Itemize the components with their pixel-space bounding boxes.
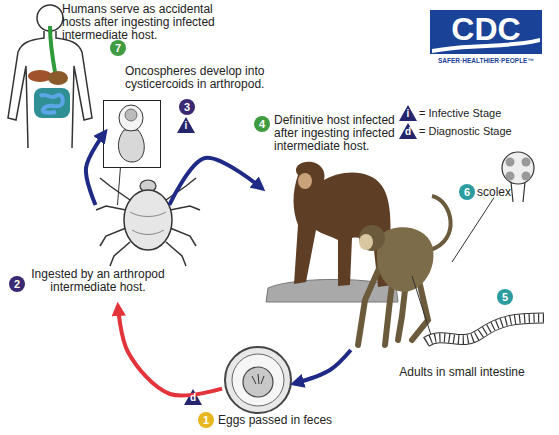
sucker xyxy=(522,158,531,167)
egg-membrane xyxy=(232,354,284,406)
stage-area: Oncospheres develop into cysticercoids i… xyxy=(103,100,161,168)
stage-caption: Definitive host infected after ingesting… xyxy=(274,114,414,153)
leader-line xyxy=(412,276,432,338)
logo-text: CDC xyxy=(430,12,542,46)
mite-legs xyxy=(96,178,200,266)
stage-triangle xyxy=(184,389,202,405)
leader-line xyxy=(117,168,120,205)
hooklets xyxy=(252,374,264,384)
logo-slogan: SAFER·HEALTHIER·PEOPLE™ xyxy=(422,57,550,65)
cycle-arrow xyxy=(294,350,351,384)
chimpanzee-face xyxy=(298,173,312,189)
legend-text: = Infective Stage xyxy=(419,107,549,120)
callout-circle: 2 xyxy=(9,276,25,292)
sucker xyxy=(506,158,515,167)
legend-text: = Diagnostic Stage xyxy=(419,125,549,138)
small-intestine xyxy=(40,95,63,113)
callout-number: 1 xyxy=(198,412,214,428)
stage-area: Definitive host infected after ingesting… xyxy=(262,160,394,302)
callout-number: 7 xyxy=(110,40,126,56)
human-head xyxy=(37,5,63,31)
stage-caption: scolex xyxy=(477,186,521,199)
monkey-limbs xyxy=(358,255,428,345)
sucker xyxy=(522,172,531,181)
stage-caption: Adults in small intestine xyxy=(390,366,534,379)
worm-segments xyxy=(426,318,544,342)
stage-area: Ingested by an arthropod intermediate ho… xyxy=(28,205,185,306)
logo-box xyxy=(430,10,542,54)
esophagus xyxy=(50,26,55,72)
mite-leg xyxy=(166,242,186,266)
callout-circle: 6 xyxy=(459,184,475,200)
monkey-head xyxy=(359,225,385,251)
stage-triangle xyxy=(399,105,417,121)
cycle-arrow xyxy=(86,132,105,205)
stage-triangle xyxy=(399,123,417,139)
stage-letter: d xyxy=(401,127,415,137)
scolex-head xyxy=(502,152,534,184)
stage-area: Eggs passed in feces1 xyxy=(222,344,294,416)
mite-leg xyxy=(170,228,196,246)
callout-circle: 1 xyxy=(198,412,214,428)
callout-circle: 5 xyxy=(497,289,513,305)
callout-circle: 4 xyxy=(254,116,270,132)
stage-letter: i xyxy=(179,121,193,131)
callout-number: 2 xyxy=(9,276,25,292)
monkey-tail xyxy=(430,196,451,250)
mite-leg xyxy=(170,206,200,210)
mite-leg xyxy=(110,242,130,266)
chimpanzee xyxy=(294,162,393,287)
cysticercoid-tail xyxy=(118,130,144,162)
sucker xyxy=(506,172,515,181)
cycle-arrow xyxy=(169,158,262,205)
cysticercoid-body xyxy=(119,105,143,131)
leader-line xyxy=(452,198,494,262)
callout-number: 3 xyxy=(179,99,195,115)
mite-leg xyxy=(100,228,126,246)
worm-outline xyxy=(426,318,544,342)
callout-circle: 3 xyxy=(179,99,195,115)
liver xyxy=(28,70,52,82)
scolex-neck xyxy=(511,182,525,202)
stomach xyxy=(48,71,68,85)
monkey-body xyxy=(377,227,434,292)
egg-shell xyxy=(225,347,291,413)
large-intestine xyxy=(34,88,70,118)
cycle-arrow xyxy=(118,306,222,396)
callout-number: 5 xyxy=(497,289,513,305)
stage-letter: i xyxy=(401,109,415,119)
callout-number: 6 xyxy=(459,184,475,200)
stage-caption: Eggs passed in feces xyxy=(218,414,358,427)
stage-caption: Humans serve as accidental hosts after i… xyxy=(62,3,234,42)
cysticercoid-scolex xyxy=(125,109,137,121)
stage-area: Humans serve as accidental hosts after i… xyxy=(5,2,105,150)
stage-caption: Oncospheres develop into cysticercoids i… xyxy=(125,65,285,91)
stage-area: scolex6 xyxy=(494,148,542,202)
worm-body xyxy=(426,318,544,342)
stage-letter: d xyxy=(186,393,200,403)
mite-leg xyxy=(166,178,196,200)
mite-head xyxy=(140,180,156,192)
stage-caption: Ingested by an arthropod intermediate ho… xyxy=(27,268,169,294)
monkey-face xyxy=(359,234,373,250)
human-body xyxy=(8,31,92,148)
mite-leg xyxy=(100,178,130,200)
rock xyxy=(266,279,398,302)
stage-triangle xyxy=(177,117,195,133)
mite-body xyxy=(124,190,172,250)
mite-segments xyxy=(130,212,166,235)
callout-number: 4 xyxy=(254,116,270,132)
callout-circle: 7 xyxy=(110,40,126,56)
mite-leg xyxy=(96,206,126,210)
stage-area: Adults in small intestine5 xyxy=(342,190,452,350)
oncosphere xyxy=(243,367,273,397)
